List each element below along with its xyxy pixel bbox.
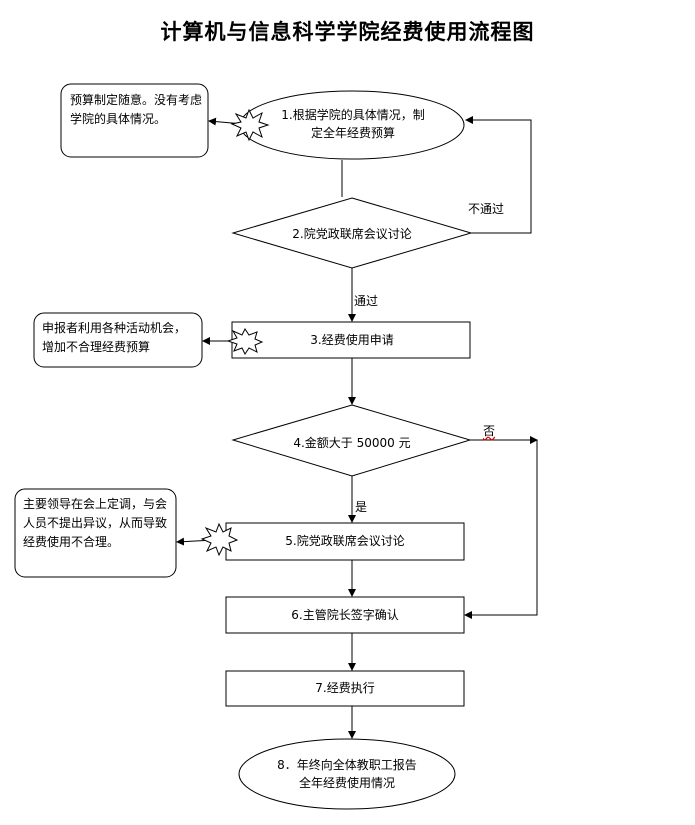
note2-text: 申报者利用各种活动机会，增加不合理经费预算	[42, 321, 187, 354]
step8-oval	[238, 738, 456, 810]
step3-box	[231, 321, 471, 359]
step7-box	[225, 670, 465, 707]
step4-label: 4.金额大于 50000 元	[293, 436, 411, 450]
edge-label-pass: 通过	[354, 294, 379, 308]
note1-text: 预算制定随意。没有考虑学院的具体情况。	[70, 93, 203, 126]
edge-label-not-pass: 不通过	[468, 202, 505, 216]
explosion-icon-3	[200, 522, 239, 557]
arrow-no-branch	[464, 439, 538, 619]
note3-box	[14, 488, 177, 578]
page-title: 计算机与信息科学学院经费使用流程图	[160, 19, 535, 44]
step7-label: 7.经费执行	[315, 681, 375, 695]
edge-label-no: 否	[483, 424, 496, 438]
step1-label: 1.根据学院的具体情况，制定全年经费预算	[281, 108, 425, 140]
step3-label: 3.经费使用申请	[310, 333, 394, 347]
step6-label: 6.主管院长签字确认	[291, 608, 399, 622]
arrow-not-pass-loop	[465, 116, 532, 234]
explosion-icon-2	[226, 328, 264, 355]
explosion-icon-1	[230, 108, 270, 142]
edge-label-yes: 是	[355, 500, 368, 514]
note1-box	[60, 83, 209, 158]
step2-label: 2.院党政联席会议讨论	[292, 227, 412, 241]
note3-text: 主要领导在会上定调，与会人员不提出异议，从而导致经费使用不合理。	[23, 497, 168, 549]
step8-label: 8．年终向全体教职工报告全年经费使用情况	[277, 758, 417, 790]
step5-label: 5.院党政联席会议讨论	[285, 534, 405, 548]
